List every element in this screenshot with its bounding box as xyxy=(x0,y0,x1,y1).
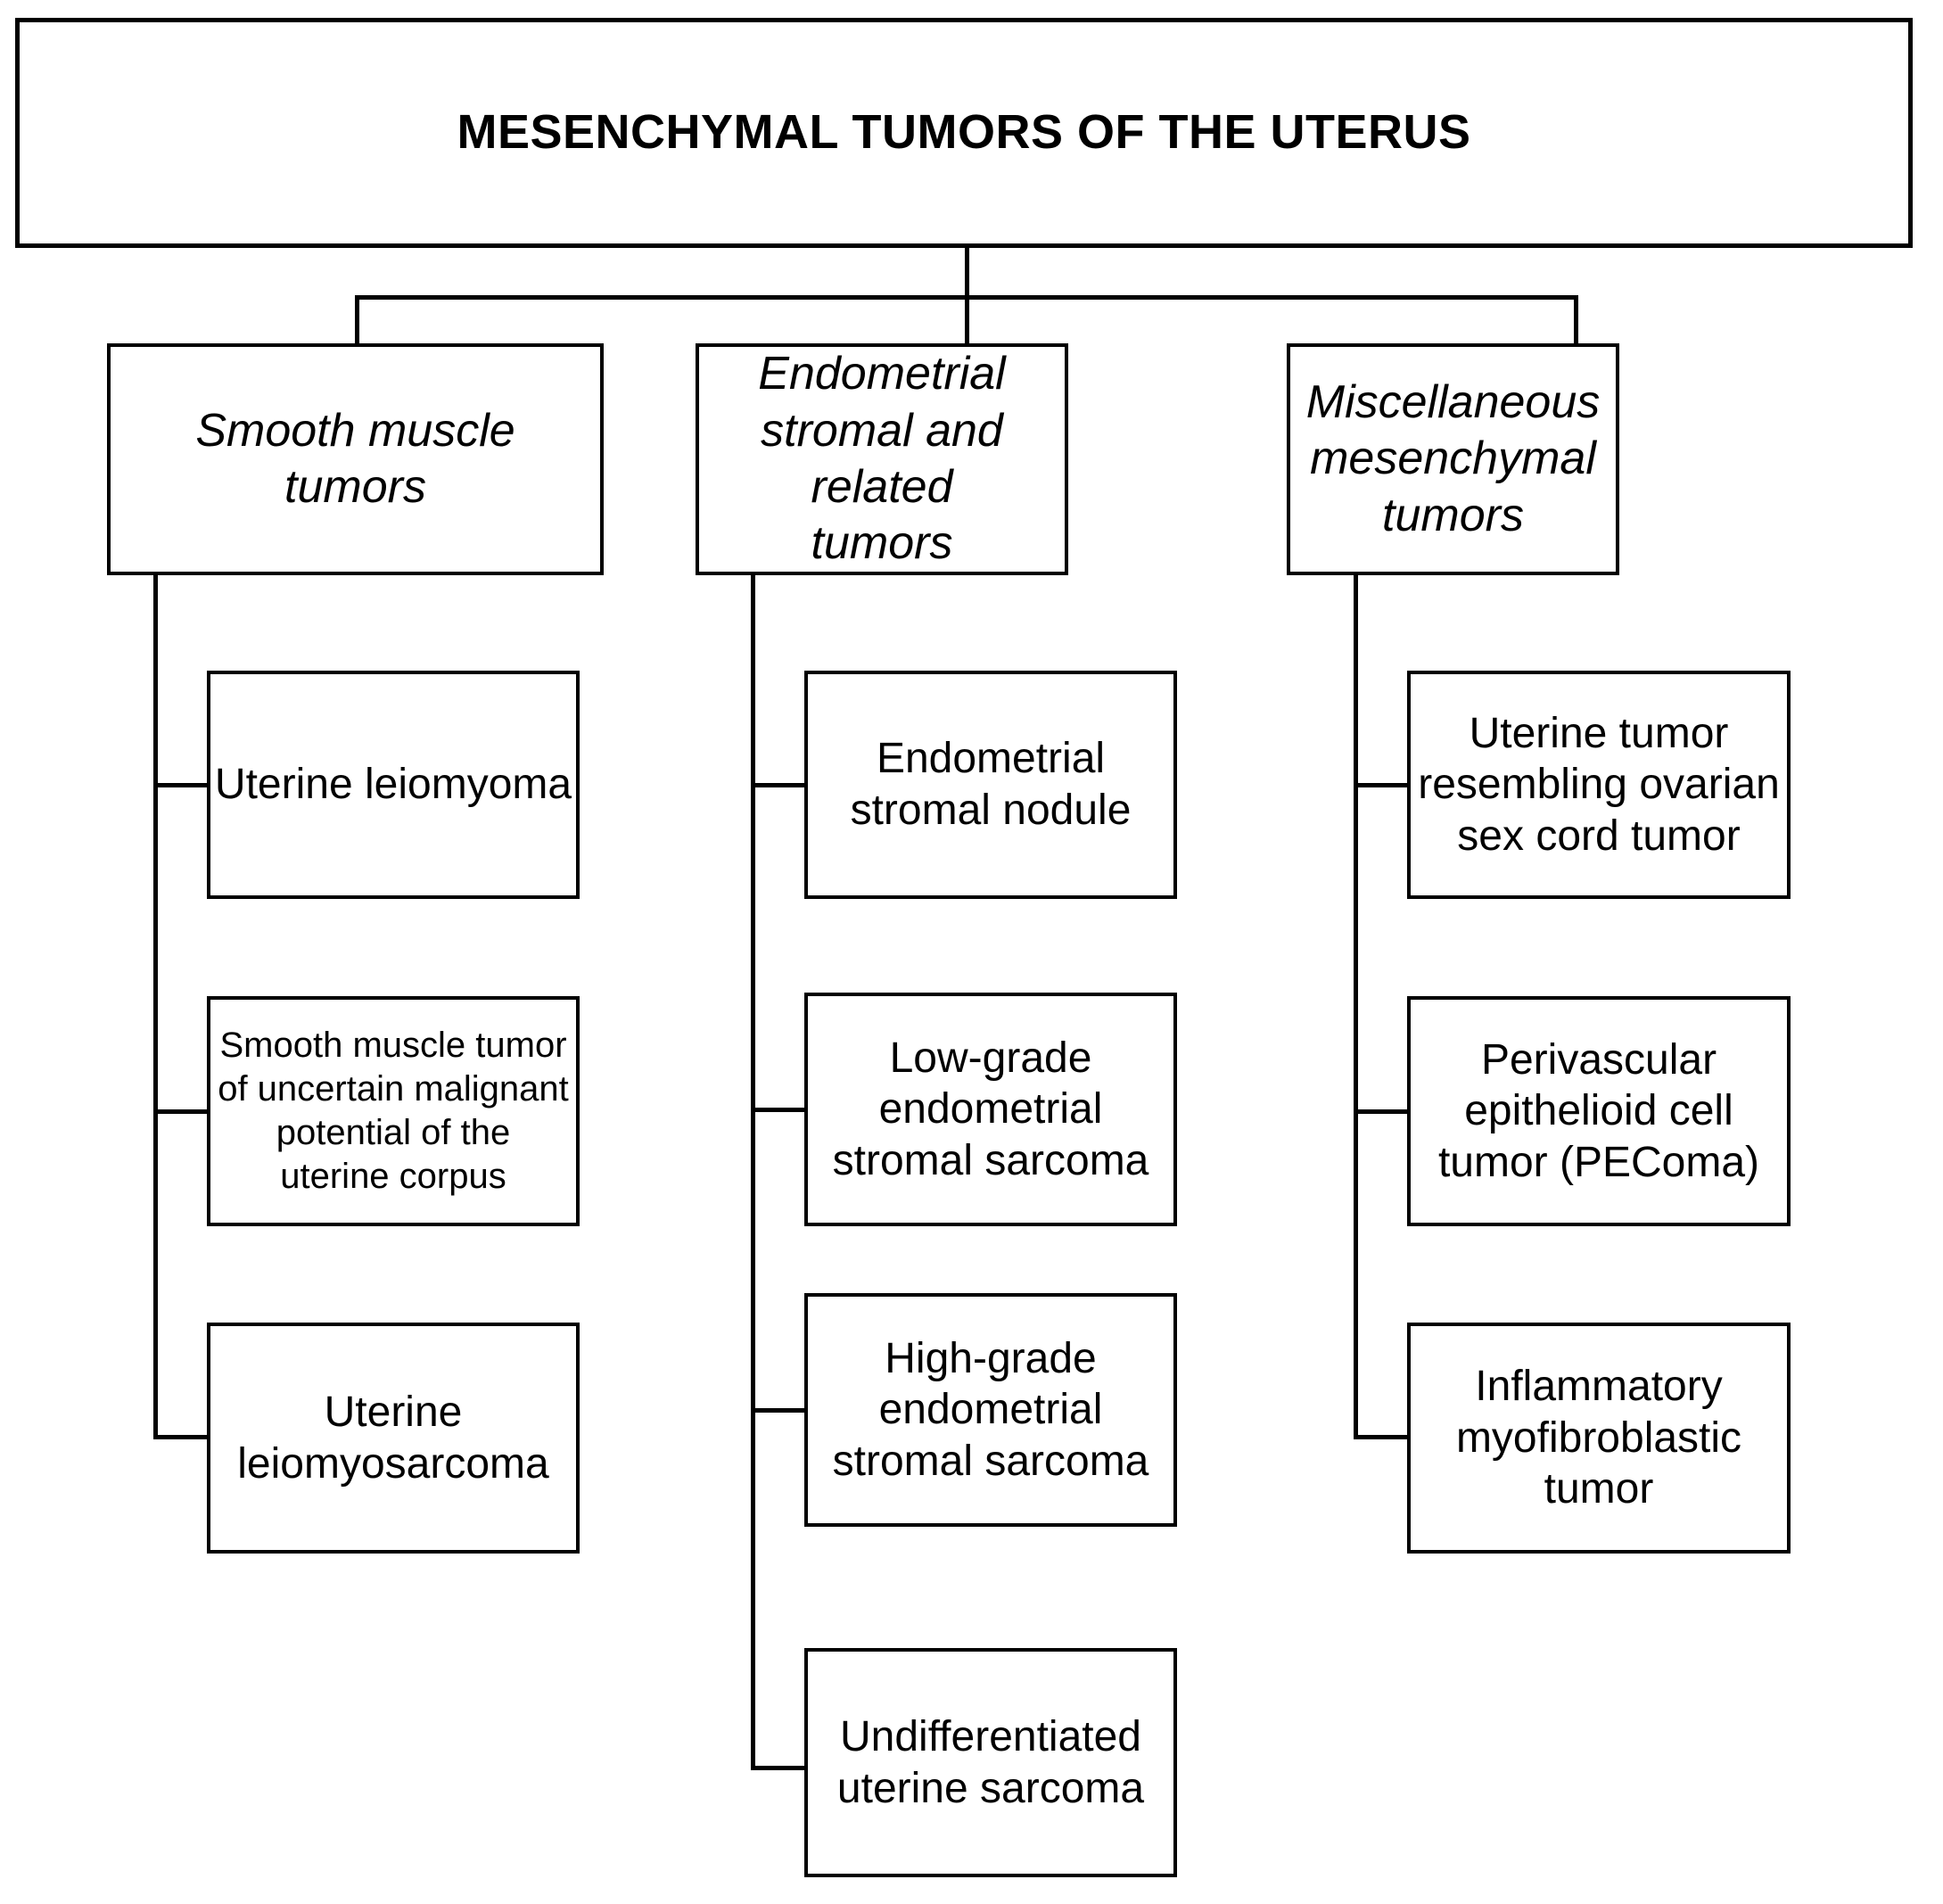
leaf-box-undifferentiated-uterine-sarcoma: Undifferentiated uterine sarcoma xyxy=(804,1648,1177,1877)
leaf-box-pecoma: Perivascular epithelioid cell tumor (PEC… xyxy=(1407,996,1791,1226)
connector-spine-column-2 xyxy=(751,575,755,1768)
connector-stub-2-4 xyxy=(751,1766,808,1770)
category-label: Endometrial stromal and related tumors xyxy=(758,348,1006,570)
connector-spine-column-1 xyxy=(153,575,158,1438)
leaf-label: Perivascular epithelioid cell tumor (PEC… xyxy=(1437,1035,1760,1186)
leaf-label: Uterine leiomyosarcoma xyxy=(237,1388,549,1488)
leaf-label: High-grade endometrial stromal sarcoma xyxy=(832,1334,1149,1485)
connector-drop-category-3 xyxy=(1574,295,1578,345)
connector-stub-2-3 xyxy=(751,1408,808,1413)
leaf-box-uterine-leiomyoma: Uterine leiomyoma xyxy=(207,671,580,899)
diagram-title-text: MESENCHYMAL TUMORS OF THE UTERUS xyxy=(457,105,1471,160)
connector-stub-3-1 xyxy=(1354,783,1411,787)
connector-stub-2-2 xyxy=(751,1108,808,1112)
connector-stub-1-1 xyxy=(153,783,210,787)
connector-stub-2-1 xyxy=(751,783,808,787)
category-label: Miscellaneous mesenchymal tumors xyxy=(1305,375,1601,541)
leaf-label: Endometrial stromal nodule xyxy=(850,735,1132,834)
diagram-title-box: MESENCHYMAL TUMORS OF THE UTERUS xyxy=(15,18,1913,248)
connector-stub-1-3 xyxy=(153,1435,210,1439)
leaf-box-endometrial-stromal-nodule: Endometrial stromal nodule xyxy=(804,671,1177,899)
leaf-box-smooth-muscle-tumor-ump: Smooth muscle tumor of uncertain maligna… xyxy=(207,996,580,1226)
leaf-box-uterine-tumor-resembling-ovarian-sex-cord-tumor: Uterine tumor resembling ovarian sex cor… xyxy=(1407,671,1791,899)
connector-title-trunk xyxy=(965,248,969,300)
leaf-box-high-grade-endometrial-stromal-sarcoma: High-grade endometrial stromal sarcoma xyxy=(804,1293,1177,1527)
connector-drop-category-2 xyxy=(965,295,969,345)
category-box-smooth-muscle-tumors: Smooth muscle tumors xyxy=(107,343,604,575)
leaf-box-low-grade-endometrial-stromal-sarcoma: Low-grade endometrial stromal sarcoma xyxy=(804,993,1177,1226)
connector-stub-3-3 xyxy=(1354,1435,1411,1439)
leaf-label: Uterine leiomyoma xyxy=(214,761,572,809)
leaf-label: Undifferentiated uterine sarcoma xyxy=(836,1712,1145,1812)
leaf-box-inflammatory-myofibroblastic-tumor: Inflammatory myofibroblastic tumor xyxy=(1407,1323,1791,1554)
connector-stub-1-2 xyxy=(153,1109,210,1114)
category-box-endometrial-stromal-and-related-tumors: Endometrial stromal and related tumors xyxy=(696,343,1068,575)
category-box-miscellaneous-mesenchymal-tumors: Miscellaneous mesenchymal tumors xyxy=(1287,343,1619,575)
leaf-label: Low-grade endometrial stromal sarcoma xyxy=(832,1034,1149,1184)
leaf-label: Uterine tumor resembling ovarian sex cor… xyxy=(1418,709,1780,860)
connector-spine-column-3 xyxy=(1354,575,1358,1438)
leaf-label: Inflammatory myofibroblastic tumor xyxy=(1455,1363,1742,1513)
leaf-label: Smooth muscle tumor of uncertain maligna… xyxy=(218,1026,569,1196)
connector-stub-3-2 xyxy=(1354,1109,1411,1114)
category-label: Smooth muscle tumors xyxy=(195,404,515,513)
connector-drop-category-1 xyxy=(355,295,359,345)
leaf-box-uterine-leiomyosarcoma: Uterine leiomyosarcoma xyxy=(207,1323,580,1554)
